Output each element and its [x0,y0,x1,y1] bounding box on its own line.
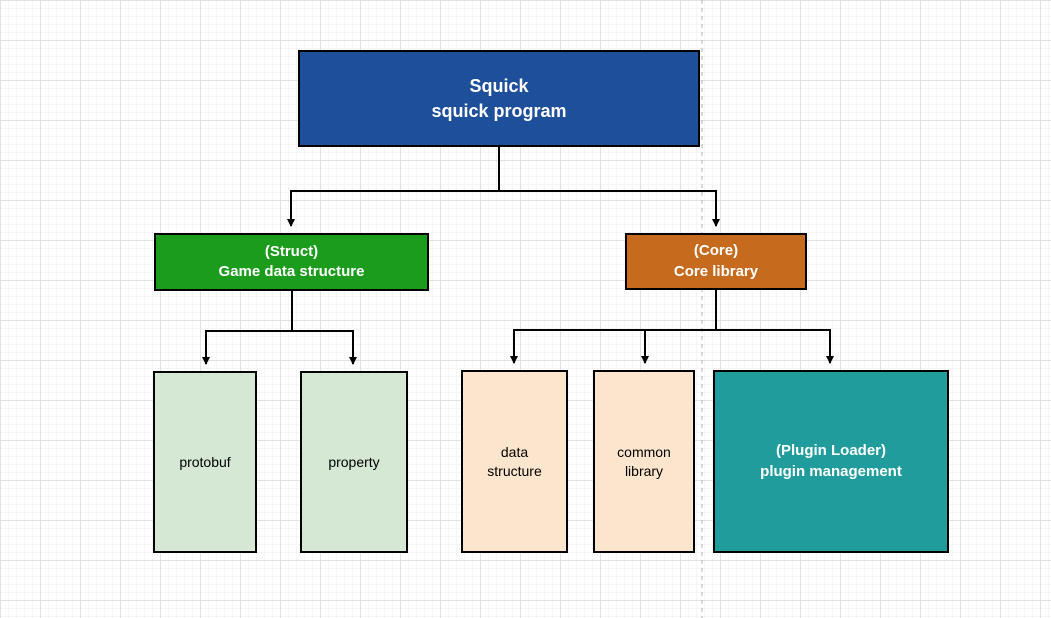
node-plugin-loader[interactable]: (Plugin Loader) plugin management [713,370,949,553]
node-plugin-loader-title: (Plugin Loader) [776,442,886,460]
node-data-structure[interactable]: data structure [461,370,568,553]
node-squick-title: Squick [469,76,529,97]
node-core-subtitle: Core library [673,262,759,280]
node-plugin-loader-subtitle: plugin management [760,462,902,480]
node-struct-title: (Struct) [264,242,319,260]
node-common-library[interactable]: common library [593,370,695,553]
node-squick[interactable]: Squick squick program [298,50,700,147]
node-data-structure-label: data structure [487,443,542,479]
node-property[interactable]: property [300,371,408,553]
node-property-label: property [328,453,380,470]
node-core[interactable]: (Core) Core library [625,233,807,290]
node-squick-subtitle: squick program [431,100,567,121]
node-core-title: (Core) [693,242,739,260]
node-protobuf-label: protobuf [179,453,231,470]
node-struct-subtitle: Game data structure [218,263,365,280]
node-common-library-label: common library [617,443,671,479]
connector-struct-children[interactable] [202,291,357,365]
connector-squick-children[interactable] [287,147,720,227]
node-struct[interactable]: (Struct) Game data structure [154,233,429,291]
node-protobuf[interactable]: protobuf [153,371,257,553]
connector-core-children[interactable] [510,290,834,364]
